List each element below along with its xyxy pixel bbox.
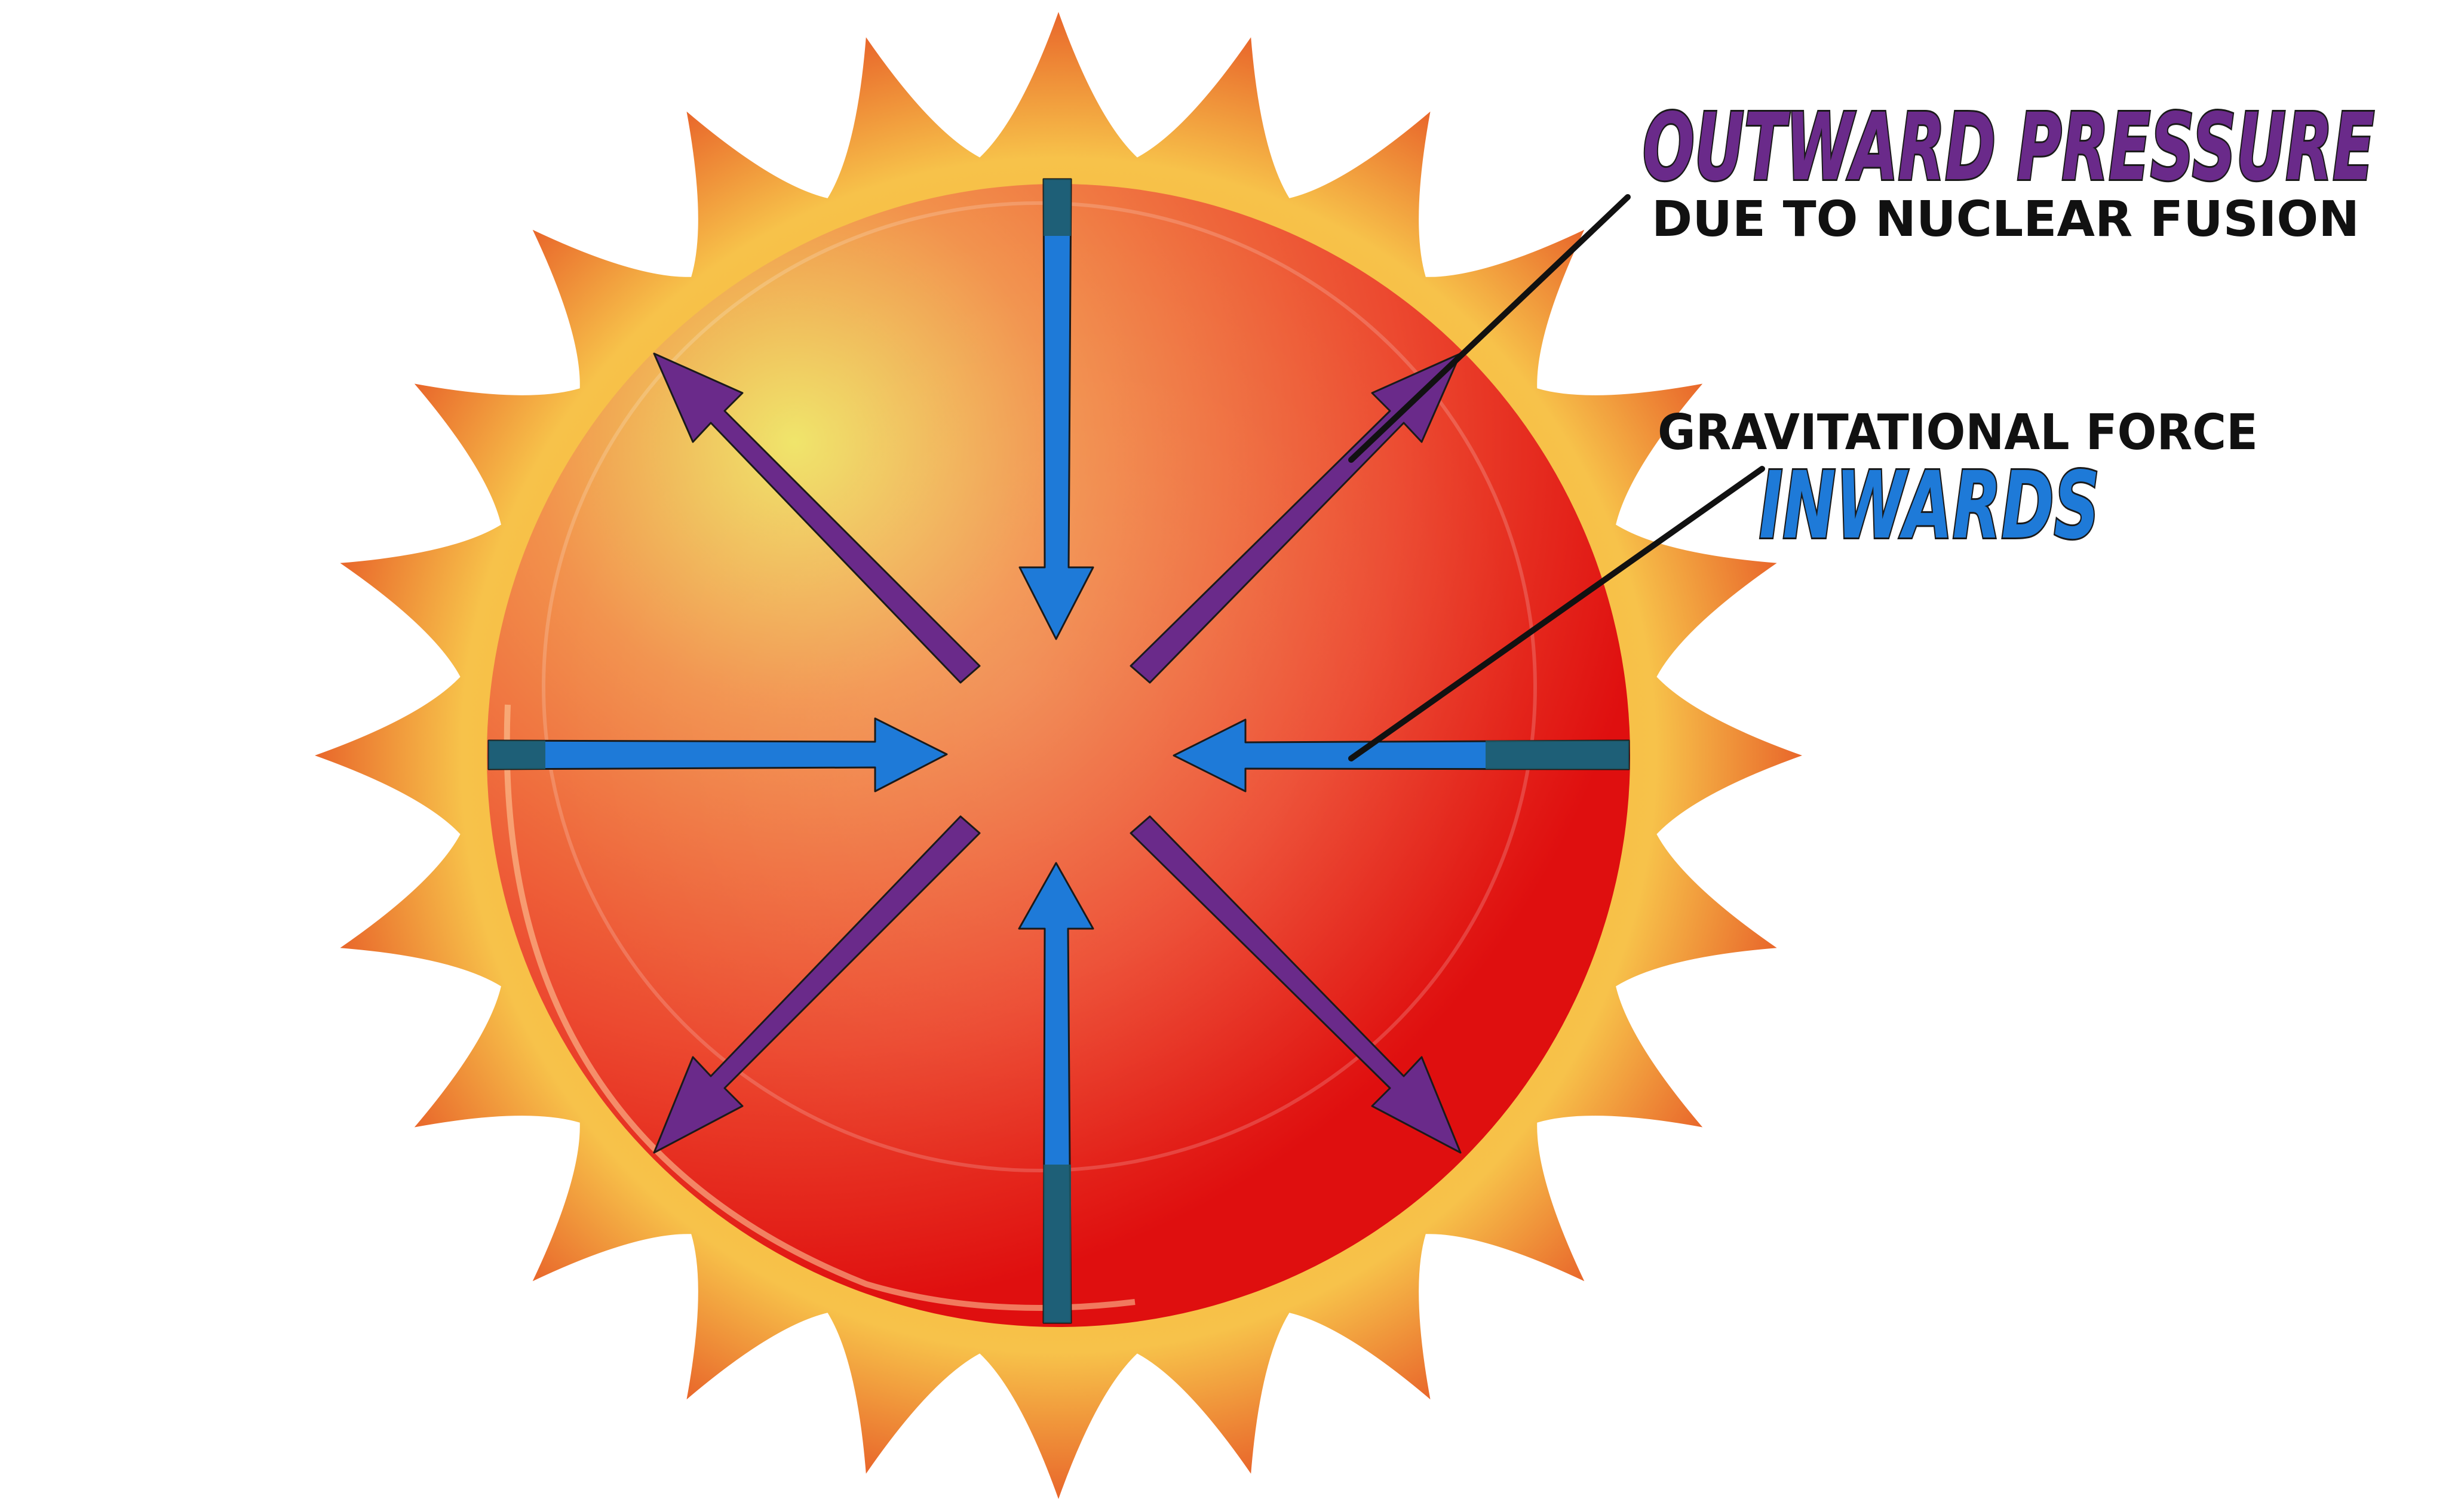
outward-arrow-bottom-left: [653, 815, 981, 1154]
inward-arrow-bottom-rim: [1044, 1165, 1071, 1323]
sun-sphere-highlight: [542, 201, 1537, 1172]
sun-sphere-rim-highlight: [504, 704, 1136, 1311]
gravitational-force-subtitle: GRAVITATIONAL FORCE: [1658, 404, 2258, 461]
inwards-title: INWARDS: [1759, 451, 2100, 560]
inward-arrows: [487, 178, 1630, 1324]
outward-arrow-bottom-right: [1130, 815, 1462, 1154]
inward-arrow-left: [487, 717, 948, 793]
inward-arrow-left-rim: [489, 741, 545, 769]
outward-pressure-title: OUTWARD PRESSURE: [1643, 93, 2374, 201]
outward-leader-line: [1348, 194, 1631, 463]
gravity-leader-line: [1348, 466, 1765, 761]
outward-pressure-subtitle: DUE TO NUCLEAR FUSION: [1652, 191, 2359, 248]
outward-arrow-top-left: [653, 352, 981, 684]
inward-arrow-right-rim: [1486, 741, 1629, 769]
inward-arrow-top: [1018, 178, 1094, 640]
inward-arrow-top-rim: [1044, 179, 1071, 236]
